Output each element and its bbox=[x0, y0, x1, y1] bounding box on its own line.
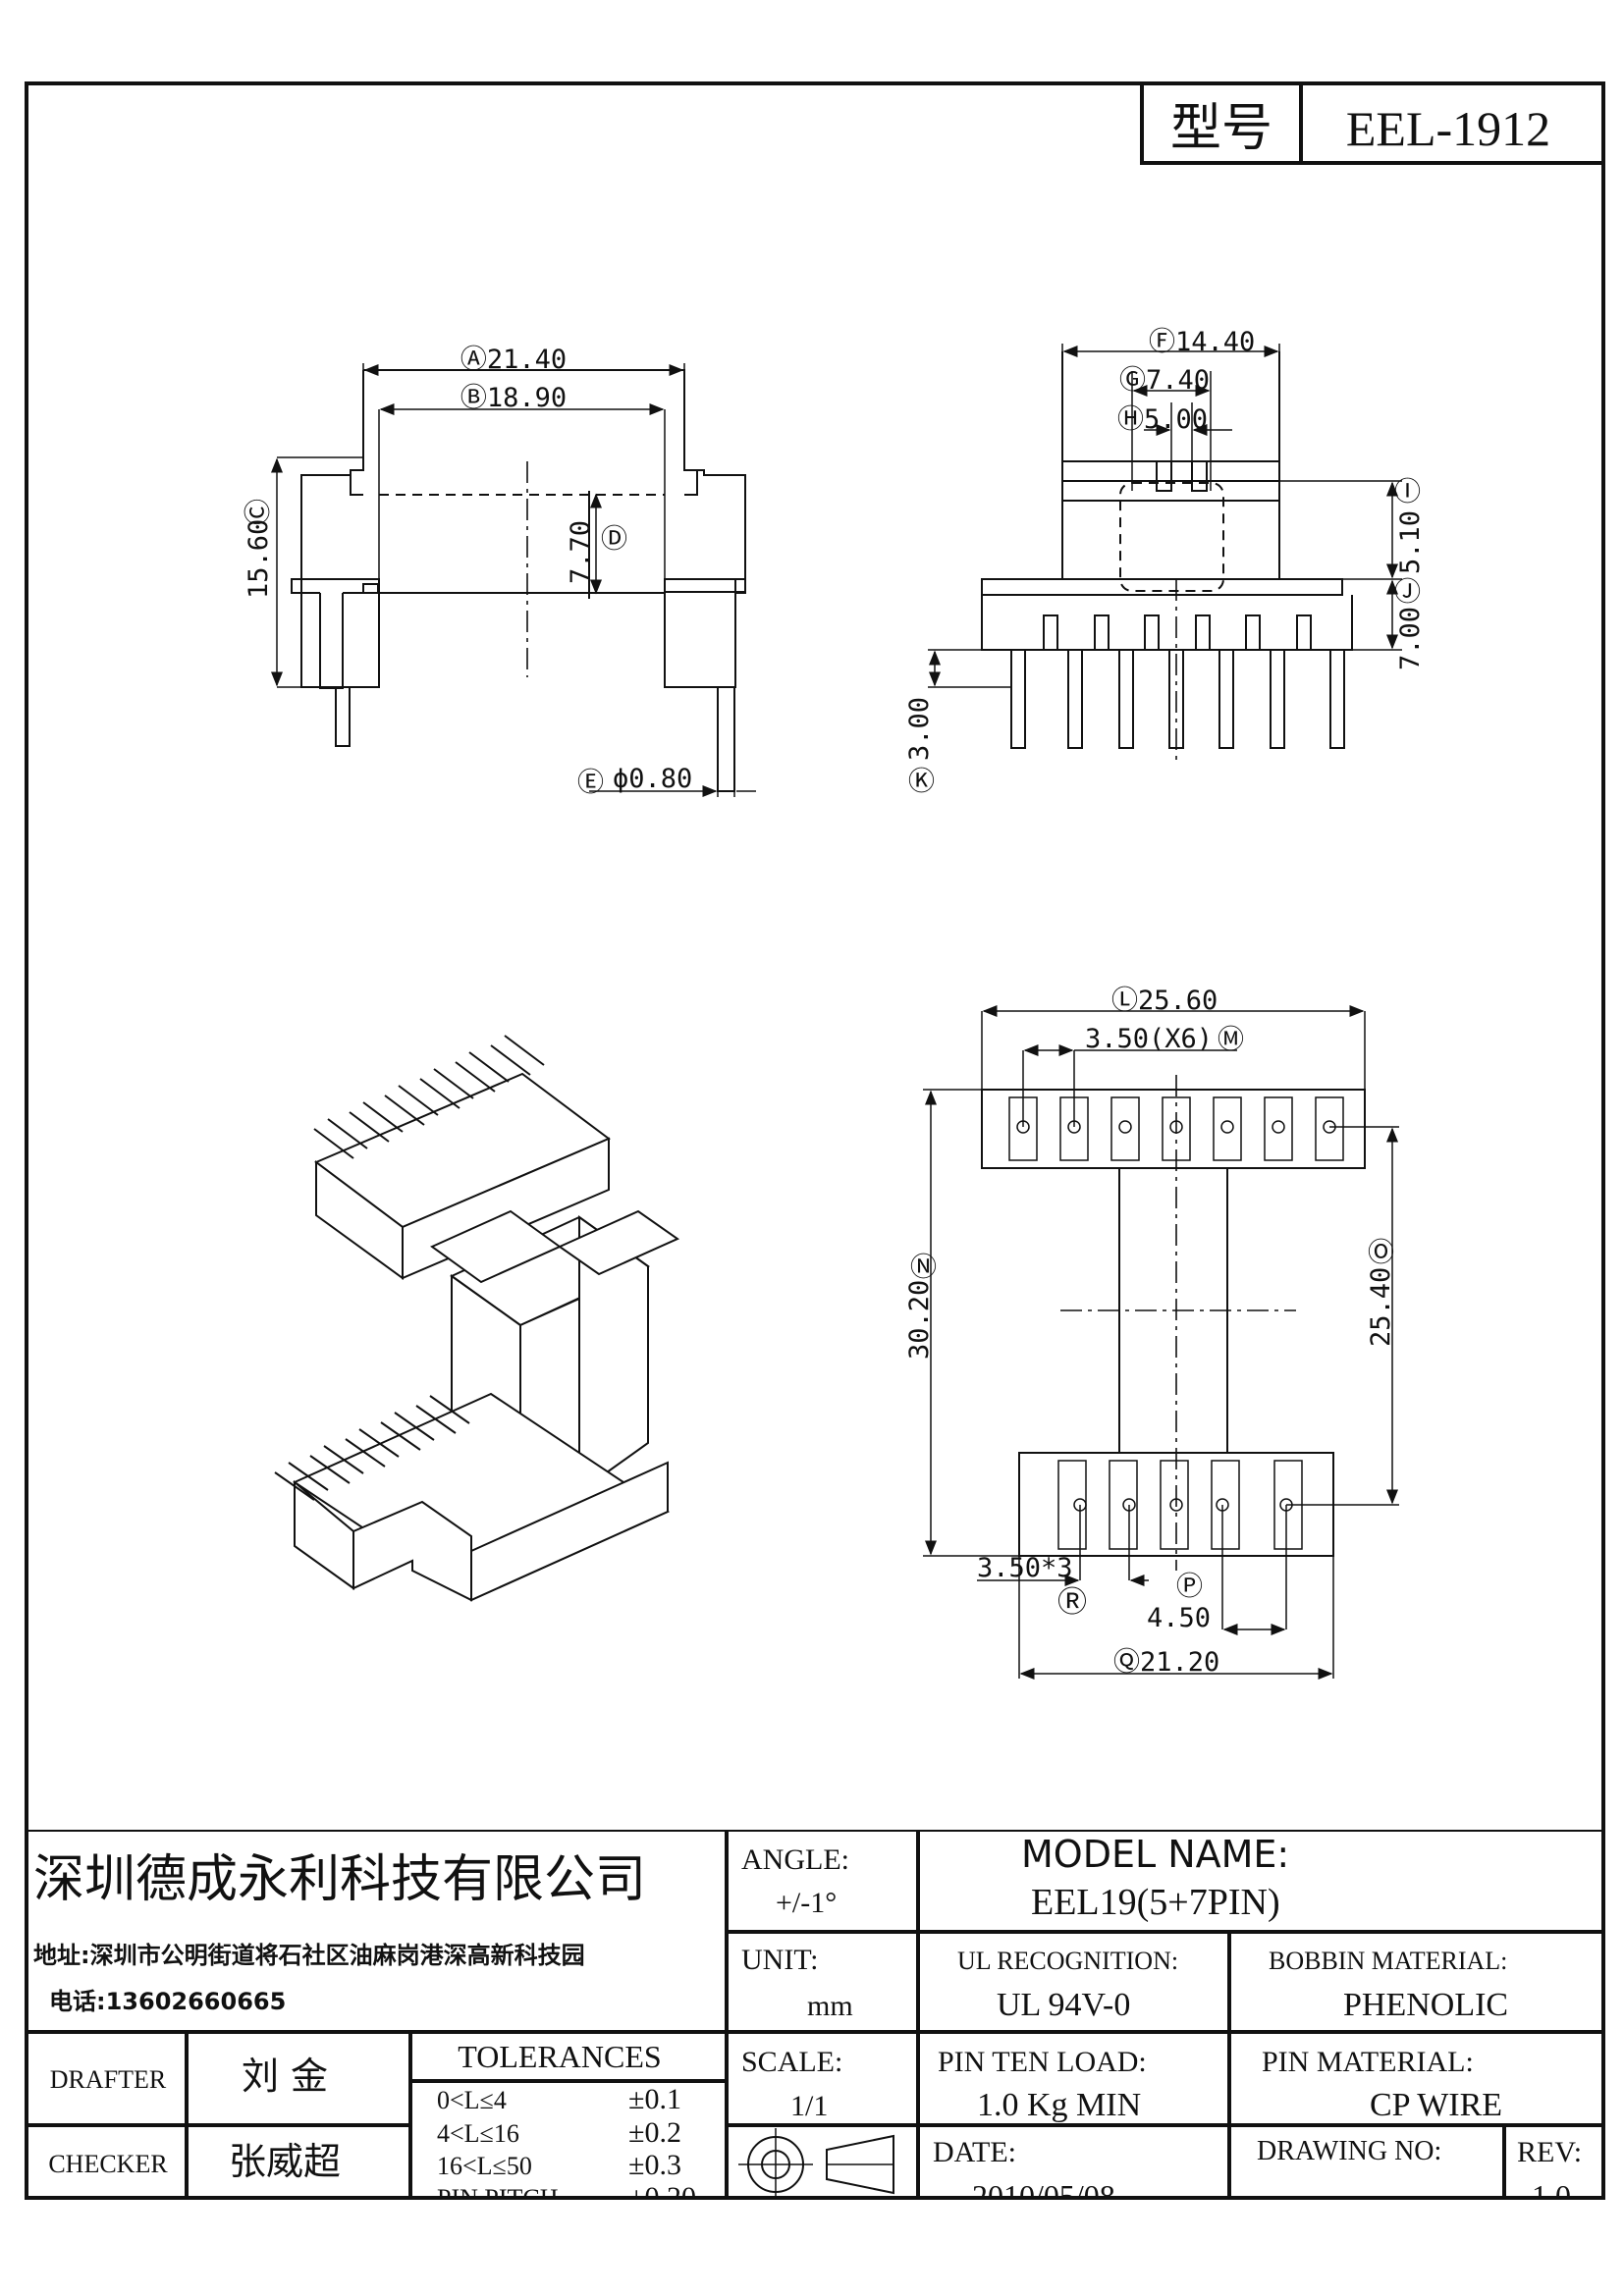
side-view-lower-pins bbox=[1010, 649, 1345, 749]
dim-r-label: Ⓡ bbox=[1057, 1585, 1087, 1620]
dim-d-label: Ⓓ bbox=[601, 524, 627, 555]
dim-g-label: Ⓖ7.40 bbox=[1119, 365, 1210, 396]
dim-p-label: Ⓟ bbox=[1176, 1572, 1203, 1602]
model-name-label: MODEL NAME: bbox=[1021, 1833, 1289, 1876]
model-label: 型号 bbox=[1170, 99, 1272, 158]
angle-value: +/-1° bbox=[776, 1887, 837, 1919]
company-address: 地址:深圳市公明街道将石社区油麻岗港深高新科技园 bbox=[33, 1942, 585, 1969]
dim-p-value: 4.50 bbox=[1147, 1603, 1211, 1633]
bobbin-label: BOBBIN MATERIAL: bbox=[1269, 1947, 1507, 1975]
rev-label: REV: bbox=[1517, 2136, 1582, 2168]
drawing-no-label: DRAWING NO: bbox=[1257, 2136, 1441, 2166]
company-phone: 电话:13602660665 bbox=[49, 1988, 286, 2015]
dim-c-label: Ⓒ bbox=[244, 499, 274, 525]
dim-n-value: 30.20 bbox=[904, 1280, 935, 1360]
dim-l-label: Ⓛ25.60 bbox=[1111, 986, 1218, 1016]
isometric-view bbox=[274, 1035, 680, 1602]
pin-material-label: PIN MATERIAL: bbox=[1262, 2046, 1474, 2078]
dim-k-value: 3.00 bbox=[904, 697, 935, 761]
pin-material-value: CP WIRE bbox=[1370, 2087, 1502, 2123]
footprint-bottom-pin-holes bbox=[1057, 1460, 1303, 1550]
checker-value: 张威超 bbox=[229, 2140, 341, 2183]
drafter-value: 刘 金 bbox=[242, 2055, 328, 2098]
tolerance-range: 0<L≤4 bbox=[437, 2086, 507, 2114]
model-value: EEL-1912 bbox=[1346, 101, 1550, 156]
dim-i-value: 5.10 bbox=[1395, 510, 1426, 574]
bobbin-value: PHENOLIC bbox=[1343, 1987, 1508, 2023]
date-value: 2010/05/08 bbox=[972, 2178, 1115, 2214]
ul-label: UL RECOGNITION: bbox=[957, 1947, 1178, 1975]
dim-o-value: 25.40 bbox=[1366, 1267, 1396, 1347]
dim-a-label: Ⓐ21.40 bbox=[460, 345, 567, 375]
dim-k-label: Ⓚ bbox=[908, 767, 935, 797]
tolerance-range: PIN PITCH bbox=[437, 2184, 559, 2213]
unit-value: mm bbox=[807, 1990, 853, 2022]
footprint-view: Ⓛ25.60 3.50(X6) Ⓜ 30.20 Ⓝ 25.40 Ⓞ 3.50*3… bbox=[904, 986, 1399, 1680]
dim-c-value: 15.60 bbox=[244, 519, 274, 599]
company-name: 深圳德成永利科技有限公司 bbox=[33, 1850, 646, 1909]
tolerance-value: ±0.2 bbox=[628, 2116, 681, 2149]
tolerances-table: 0<L≤4 ±0.1 4<L≤16 ±0.2 16<L≤50 ±0.3 PIN … bbox=[437, 2083, 696, 2214]
dim-j-label: Ⓙ bbox=[1394, 577, 1421, 608]
dim-m-label: Ⓜ bbox=[1218, 1025, 1244, 1055]
tolerance-range: 4<L≤16 bbox=[437, 2119, 519, 2148]
front-view: Ⓐ21.40 Ⓑ18.90 15.60 Ⓒ 7.70 Ⓓ Ⓔ ϕ0.80 bbox=[244, 345, 756, 798]
dim-d-value: 7.70 bbox=[566, 520, 596, 584]
dim-i-label: Ⓘ bbox=[1394, 477, 1421, 507]
dim-r-value: 3.50*3 bbox=[977, 1553, 1073, 1583]
pin-load-label: PIN TEN LOAD: bbox=[938, 2046, 1147, 2078]
dim-e-label: Ⓔ bbox=[577, 768, 604, 798]
tolerance-range: 16<L≤50 bbox=[437, 2152, 532, 2180]
dim-q-label: Ⓠ21.20 bbox=[1113, 1647, 1219, 1678]
dim-b-label: Ⓑ18.90 bbox=[460, 383, 567, 413]
ul-value: UL 94V-0 bbox=[997, 1987, 1130, 2023]
dim-f-label: Ⓕ14.40 bbox=[1149, 327, 1255, 357]
unit-label: UNIT: bbox=[741, 1944, 819, 1976]
tolerance-value: ±0.1 bbox=[628, 2083, 681, 2115]
side-view-upper-pins bbox=[1043, 614, 1312, 651]
sheet-border bbox=[25, 81, 1605, 2200]
header-model-box: 型号 EEL-1912 bbox=[1140, 83, 1603, 165]
dim-h-label: Ⓗ5.00 bbox=[1117, 404, 1208, 435]
drafter-label: DRAFTER bbox=[50, 2065, 167, 2094]
pin-load-value: 1.0 Kg MIN bbox=[977, 2087, 1141, 2123]
date-label: DATE: bbox=[933, 2136, 1016, 2168]
dim-o-label: Ⓞ bbox=[1368, 1238, 1394, 1268]
isometric-top-pins bbox=[313, 1035, 545, 1159]
rev-value: 1.0 bbox=[1532, 2178, 1571, 2214]
projection-symbol-icon bbox=[738, 2128, 894, 2198]
side-view: Ⓕ14.40 Ⓖ7.40 Ⓗ5.00 Ⓘ 5.10 Ⓙ 7.00 3.00 Ⓚ bbox=[904, 327, 1426, 797]
title-block: 深圳德成永利科技有限公司 地址:深圳市公明街道将石社区油麻岗港深高新科技园 电话… bbox=[27, 1830, 1603, 2214]
dim-j-value: 7.00 bbox=[1395, 607, 1426, 670]
model-name-value: EEL19(5+7PIN) bbox=[1031, 1882, 1280, 1923]
checker-label: CHECKER bbox=[48, 2150, 168, 2178]
dim-m-value: 3.50(X6) bbox=[1085, 1024, 1213, 1054]
isometric-bottom-pins bbox=[274, 1395, 470, 1501]
tolerances-label: TOLERANCES bbox=[458, 2039, 661, 2074]
scale-value: 1/1 bbox=[790, 2090, 828, 2122]
dim-e-value: ϕ0.80 bbox=[613, 764, 692, 794]
dim-n-label: Ⓝ bbox=[910, 1253, 937, 1283]
tolerance-value: ±0.3 bbox=[628, 2149, 681, 2181]
tolerance-value: ±0.20 bbox=[628, 2181, 696, 2214]
scale-label: SCALE: bbox=[741, 2046, 842, 2078]
angle-label: ANGLE: bbox=[741, 1843, 849, 1876]
